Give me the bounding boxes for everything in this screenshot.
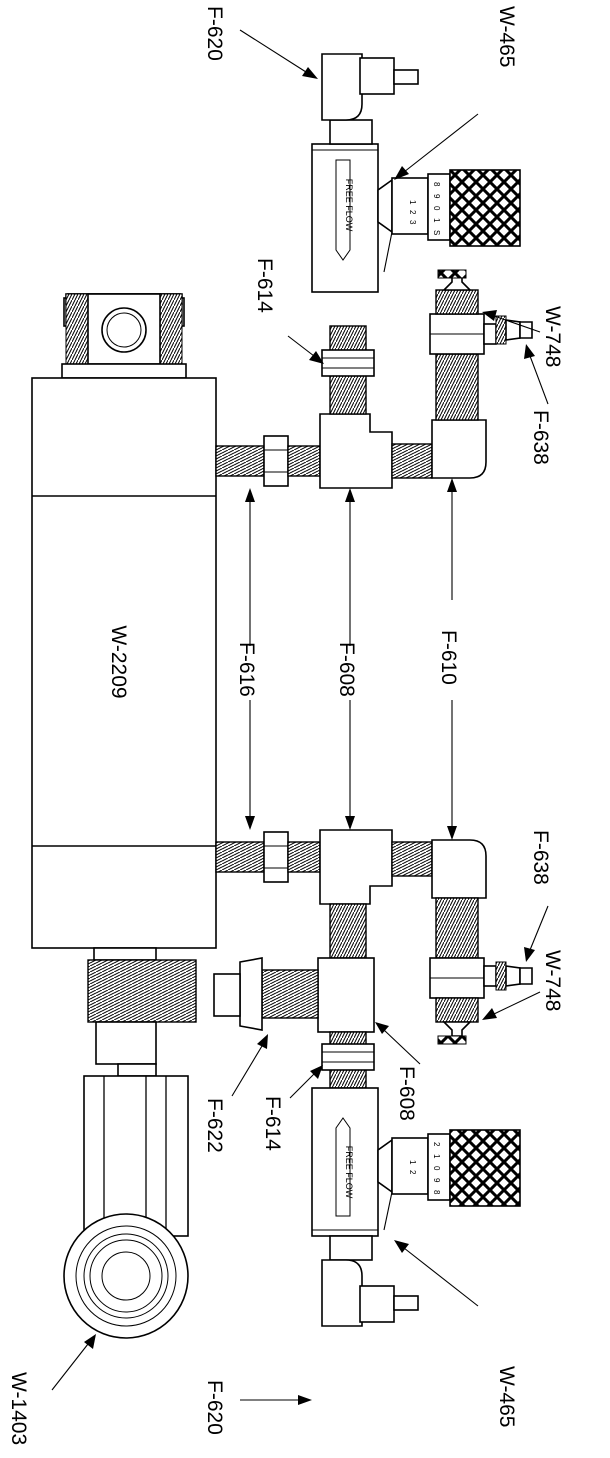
free-flow-text-bottom: FREE FLOW — [344, 1146, 354, 1199]
upper-scale: 8 9 0 1 S 1 2 3 — [408, 182, 441, 235]
svg-text:2: 2 — [432, 1142, 441, 1147]
label-f620-bottom: F-620 — [203, 1380, 226, 1435]
svg-text:9: 9 — [432, 194, 441, 199]
svg-text:1: 1 — [408, 200, 417, 205]
label-f610: F-610 — [437, 630, 460, 685]
label-w748-bottom: W-748 — [541, 950, 564, 1011]
label-f616: F-616 — [235, 642, 258, 697]
svg-text:0: 0 — [432, 1166, 441, 1171]
svg-text:S: S — [432, 230, 441, 235]
leader-lines — [51, 29, 549, 1405]
label-w748-top: W-748 — [541, 306, 564, 367]
svg-text:0: 0 — [432, 206, 441, 211]
lower-valve — [311, 1087, 521, 1327]
label-w465-bottom: W-465 — [495, 1366, 518, 1427]
svg-text:8: 8 — [432, 1190, 441, 1195]
label-f614-bottom: F-614 — [261, 1096, 284, 1151]
cylinder-body — [31, 293, 217, 1339]
label-f620-top: F-620 — [203, 6, 226, 61]
label-f608-center: F-608 — [335, 642, 358, 697]
upper-valve — [311, 53, 521, 293]
label-f622: F-622 — [203, 1098, 226, 1153]
part-labels: F-620 W-465 F-614 W-748 F-638 F-616 F-60… — [7, 6, 564, 1445]
label-f608-lower: F-608 — [395, 1066, 418, 1121]
svg-text:2: 2 — [408, 210, 417, 215]
lower-scale: 2 1 0 9 8 1 2 — [408, 1142, 441, 1195]
svg-text:3: 3 — [408, 220, 417, 225]
label-f638-top: F-638 — [529, 410, 552, 465]
svg-text:8: 8 — [432, 182, 441, 187]
upper-branch — [215, 269, 533, 489]
label-w465-top: W-465 — [495, 6, 518, 67]
label-main-cylinder: W-2209 — [107, 625, 130, 698]
label-w1403: W-1403 — [7, 1372, 30, 1445]
lower-branch — [213, 829, 533, 1089]
svg-text:2: 2 — [408, 1170, 417, 1175]
svg-text:9: 9 — [432, 1178, 441, 1183]
label-f638-bottom: F-638 — [529, 830, 552, 885]
svg-text:1: 1 — [432, 1154, 441, 1159]
label-f614-top: F-614 — [253, 258, 276, 313]
svg-text:1: 1 — [432, 218, 441, 223]
svg-text:1: 1 — [408, 1160, 417, 1165]
free-flow-text-top: FREE FLOW — [344, 179, 354, 232]
